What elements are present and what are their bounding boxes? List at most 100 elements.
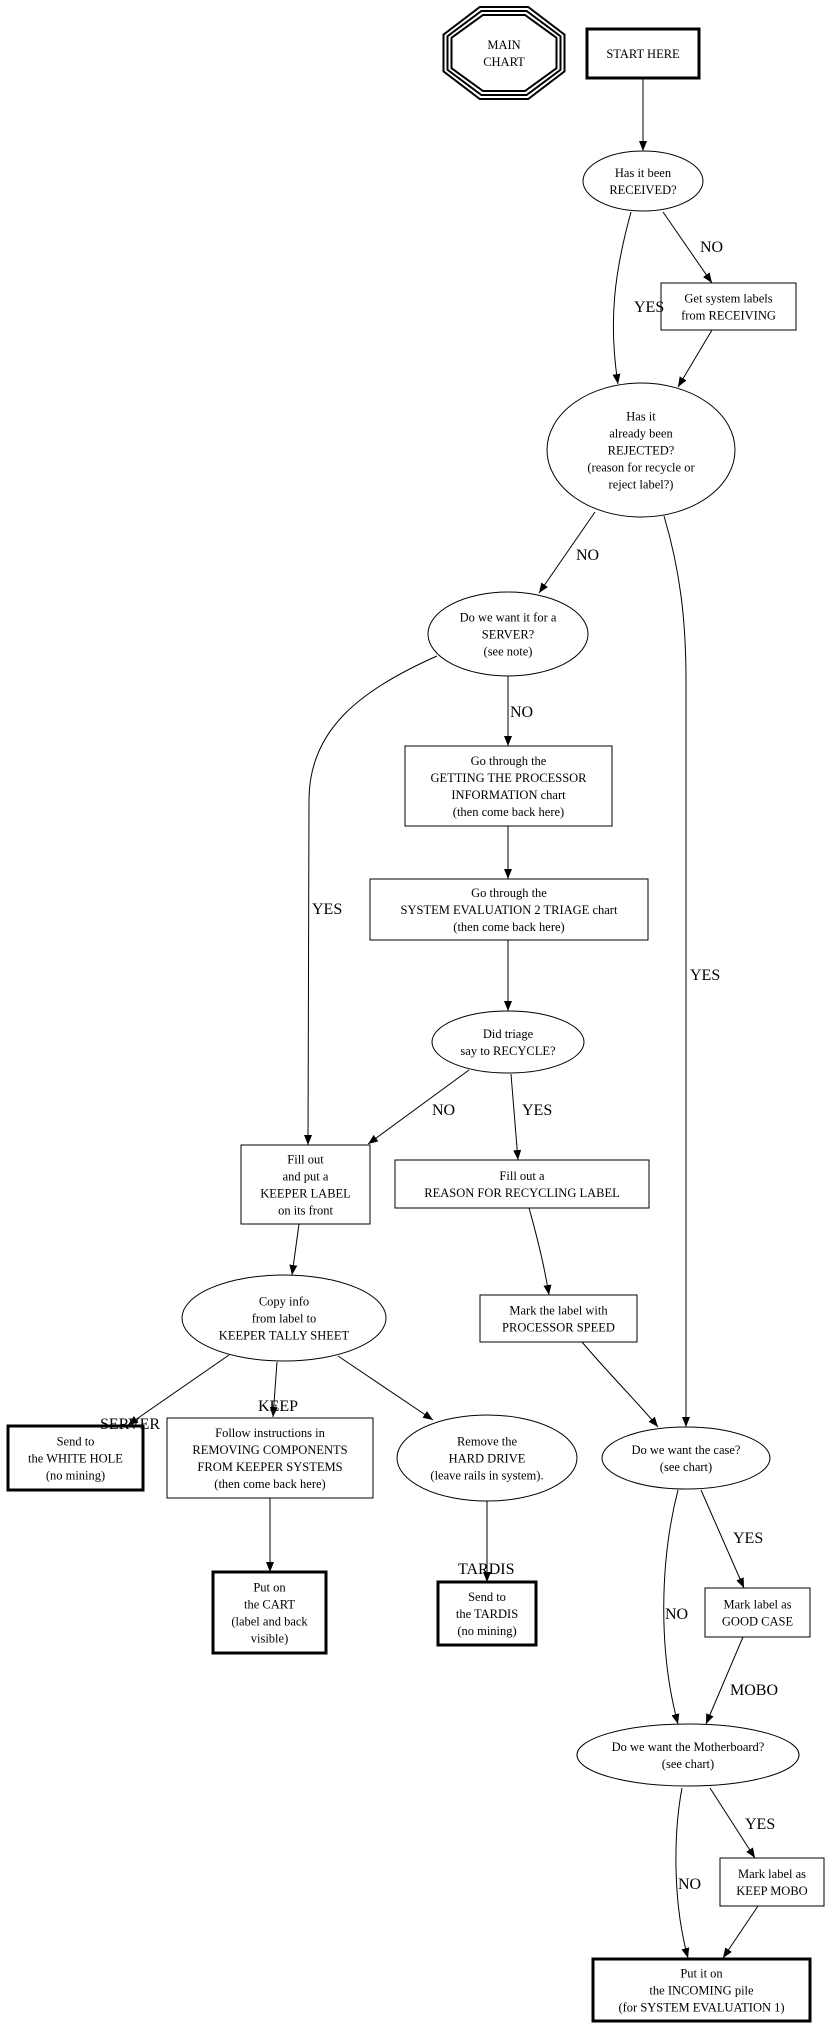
node-text-line: SERVER? — [482, 628, 535, 642]
node-main-chart: MAIN CHART — [442, 6, 566, 100]
node-text-line: Copy info — [259, 1295, 309, 1309]
edge-copy_info-to-white_hole — [127, 1354, 230, 1426]
edge-want_case-to-good_case — [700, 1489, 745, 1589]
node-text-line: CHART — [483, 55, 525, 69]
edge-copy_info-to-hard_drive — [337, 1355, 434, 1421]
node-text-line: RECEIVED? — [609, 183, 677, 197]
node-text-line: Put it on — [680, 1967, 723, 1981]
node-text-line: Put on — [253, 1581, 286, 1595]
edge-triage-to-reason_label — [510, 1073, 522, 1161]
node-text-line: (no mining) — [46, 1469, 105, 1483]
node-text-line: HARD DRIVE — [449, 1452, 526, 1466]
node-text-line: Remove the — [457, 1435, 518, 1449]
node-text-line: Follow instructions in — [215, 1426, 325, 1440]
edge-label-no: NO — [432, 1102, 455, 1119]
node-text-line: Has it — [626, 410, 656, 424]
edge-rejected-to-server — [538, 511, 596, 594]
edge-server-to-keeper_label — [304, 655, 438, 1146]
edge-label-no: NO — [665, 1606, 688, 1623]
edge-label-tardis: TARDIS — [458, 1561, 515, 1578]
node-text-line: KEEPER LABEL — [260, 1187, 351, 1201]
node-text-line: START HERE — [606, 47, 680, 61]
node-text-line: (see note) — [484, 645, 533, 659]
edge-proc_speed-to-want_case — [581, 1341, 659, 1428]
node-text-line: the TARDIS — [456, 1607, 518, 1621]
node-text-line: already been — [609, 427, 673, 441]
node-text-line: MAIN — [487, 38, 520, 52]
edge-label-mobo: MOBO — [730, 1682, 778, 1699]
node-text-line: REASON FOR RECYCLING LABEL — [424, 1186, 620, 1200]
node-text-line: (then come back here) — [453, 920, 564, 934]
node-text-line: KEEP MOBO — [736, 1884, 807, 1898]
node-follow: Follow instructions in REMOVING COMPONENT… — [166, 1417, 374, 1499]
node-text-line: (label and back — [231, 1615, 308, 1629]
node-text-line: the INCOMING pile — [649, 1984, 754, 1998]
edge-want_case-to-motherboard — [663, 1489, 680, 1725]
node-start: START HERE — [585, 27, 701, 80]
node-text-line: Go through the — [471, 886, 547, 900]
node-text-line: Mark label as — [738, 1867, 806, 1881]
edge-label-keep: KEEP — [258, 1398, 298, 1415]
node-text-line: and put a — [283, 1170, 329, 1184]
node-text-line: (no mining) — [457, 1624, 516, 1638]
node-good-case: Mark label as GOOD CASE — [704, 1587, 811, 1638]
edge-label-no: NO — [576, 547, 599, 564]
node-keep-mobo: Mark label as KEEP MOBO — [719, 1857, 825, 1907]
node-text-line: Mark the label with — [509, 1304, 608, 1318]
edge-keep_mobo-to-incoming — [722, 1905, 759, 1959]
node-cart: Put on the CART (label and back visible) — [211, 1570, 328, 1655]
node-text-line: SYSTEM EVALUATION 2 TRIAGE chart — [401, 903, 618, 917]
node-text-line: INFORMATION chart — [451, 788, 566, 802]
edge-label-yes: YES — [312, 901, 342, 918]
node-text-line: Do we want the case? — [632, 1443, 741, 1457]
edge-keeper_label-to-copy_info — [289, 1223, 300, 1276]
node-text-line: (reason for recycle or — [587, 461, 695, 475]
node-text-line: Go through the — [471, 754, 547, 768]
node-text-line: on its front — [278, 1204, 333, 1218]
node-text-line: (then come back here) — [214, 1477, 325, 1491]
node-text-line: reject label?) — [609, 478, 674, 492]
edge-copy_info-to-follow — [269, 1361, 278, 1418]
edge-received-to-get_labels — [662, 211, 713, 284]
node-text-line: (see chart) — [662, 1757, 714, 1771]
edge-get_labels-to-rejected — [677, 329, 713, 388]
edge-label-no: NO — [678, 1876, 701, 1893]
node-text-line: from RECEIVING — [681, 309, 776, 323]
node-text-line: Get system labels — [684, 292, 772, 306]
node-text-line: the CART — [244, 1598, 295, 1612]
node-text-line: the WHITE HOLE — [28, 1452, 123, 1466]
node-motherboard: Do we want the Motherboard?(see chart) — [576, 1723, 800, 1787]
node-text-line: KEEPER TALLY SHEET — [219, 1329, 350, 1343]
node-text-line: Send to — [468, 1590, 506, 1604]
edge-label-yes: YES — [745, 1816, 775, 1833]
node-triage: Did triage say to RECYCLE? — [431, 1010, 585, 1074]
node-text-line: Did triage — [483, 1027, 534, 1041]
edge-good_case-to-motherboard — [705, 1636, 744, 1725]
edge-label-no: NO — [510, 704, 533, 721]
node-text-line: REMOVING COMPONENTS — [192, 1443, 347, 1457]
node-text-line: Mark label as — [723, 1598, 791, 1612]
node-text-line: (then come back here) — [453, 805, 564, 819]
node-tardis: Send to the TARDIS (no mining) — [436, 1580, 538, 1647]
edge-triage-to-keeper_label — [367, 1069, 470, 1145]
node-text-line: visible) — [251, 1632, 289, 1646]
node-text-line: say to RECYCLE? — [460, 1044, 556, 1058]
node-text-line: (for SYSTEM EVALUATION 1) — [618, 2001, 784, 2015]
node-text-line: PROCESSOR SPEED — [502, 1321, 615, 1335]
node-text-line: from label to — [252, 1312, 317, 1326]
node-text-line: (leave rails in system). — [430, 1469, 543, 1483]
node-get-labels: Get system labels from RECEIVING — [660, 282, 797, 331]
node-text-line: Has it been — [615, 166, 672, 180]
node-text-line: GOOD CASE — [722, 1615, 794, 1629]
node-text-line: REJECTED? — [608, 444, 675, 458]
